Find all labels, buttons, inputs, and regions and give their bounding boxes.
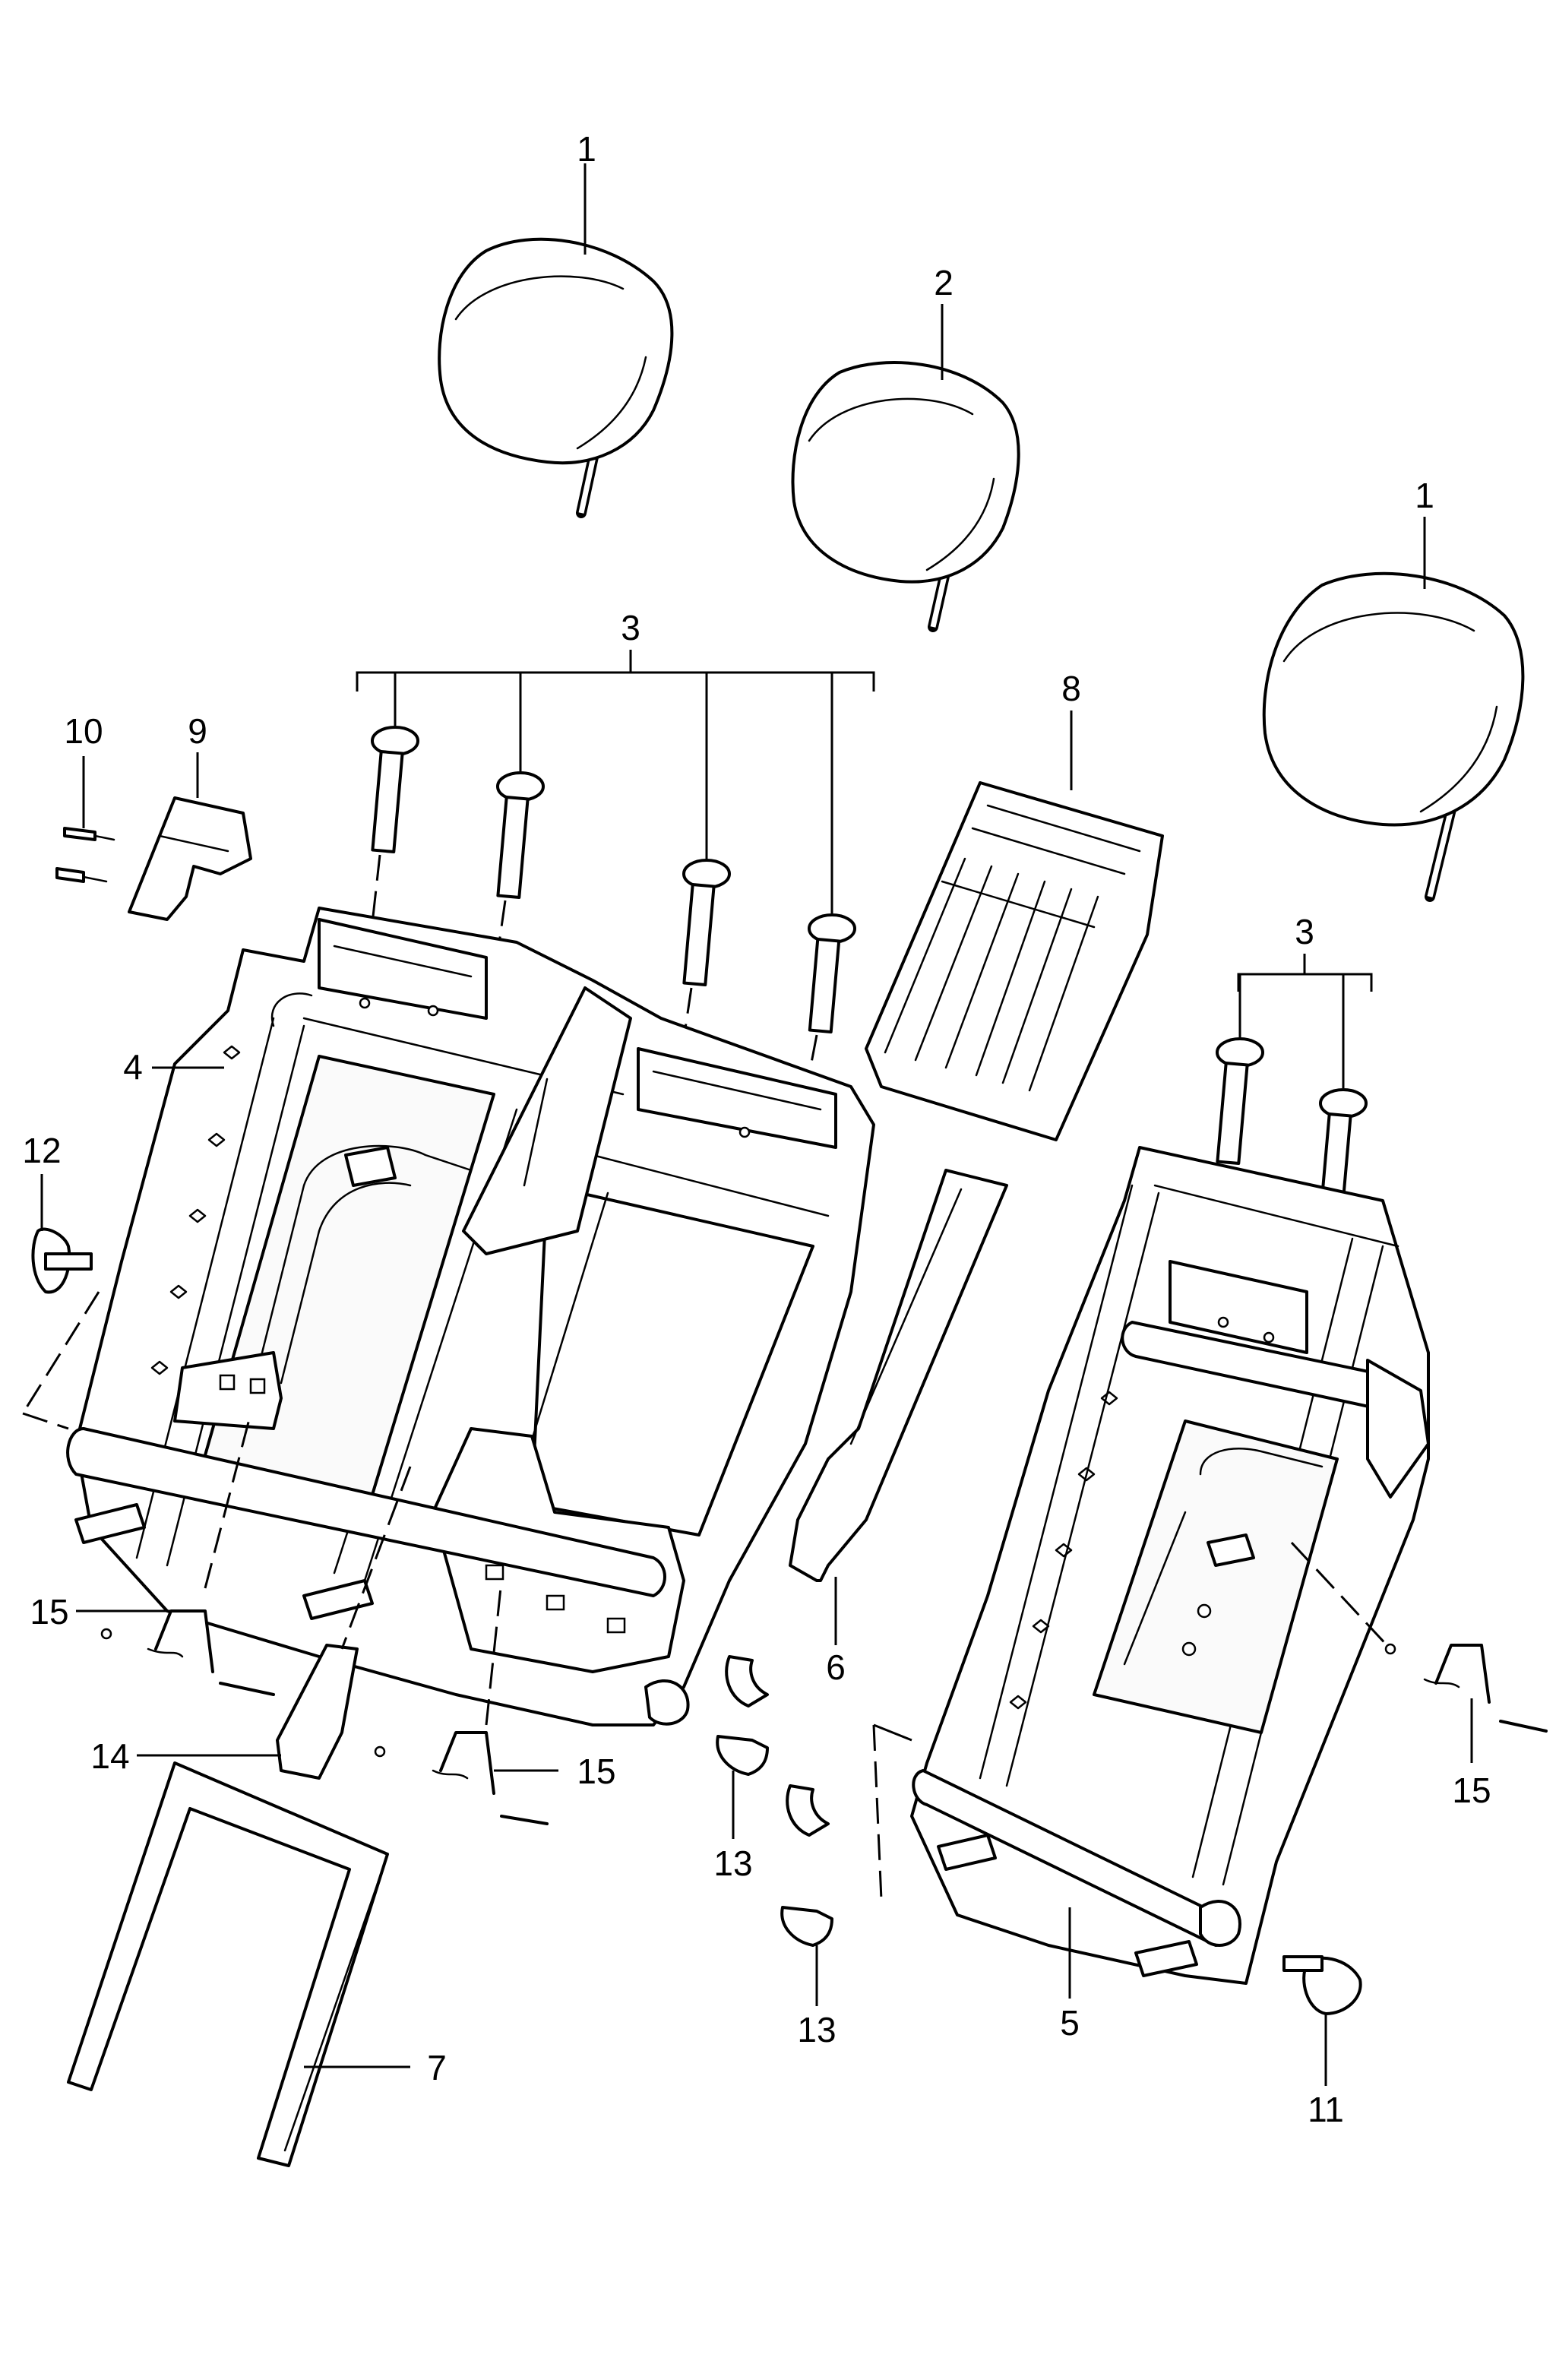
bushing-upper[interactable]	[716, 1655, 769, 1776]
callout-15-center: 15	[577, 1752, 615, 1791]
screw-upper[interactable]	[63, 827, 115, 841]
screw-lower[interactable]	[55, 867, 108, 883]
release-lever[interactable]	[276, 1466, 412, 1780]
callout-3-right: 3	[1295, 912, 1314, 951]
headrest-guide-1[interactable]	[371, 726, 419, 924]
callout-6: 6	[826, 1647, 846, 1687]
callout-3-left: 3	[621, 608, 640, 647]
headrest-guide-2[interactable]	[492, 771, 545, 981]
callout-1-right: 1	[1415, 476, 1434, 515]
callout-8: 8	[1061, 669, 1081, 708]
backrest-frame-small[interactable]	[910, 1146, 1430, 1985]
headrest-center[interactable]	[791, 361, 1020, 632]
callout-5: 5	[1060, 2003, 1080, 2043]
headrest-guide-3[interactable]	[678, 859, 731, 1065]
headrest-guide-4[interactable]	[804, 913, 856, 1095]
callout-13-lower: 13	[797, 2010, 836, 2049]
callout-9: 9	[188, 711, 207, 751]
headrest-guide-5[interactable]	[1213, 1037, 1264, 1255]
backrest-trim-panel[interactable]	[865, 781, 1164, 1141]
callout-2: 2	[934, 263, 954, 302]
callout-10: 10	[64, 711, 103, 751]
callout-15-left: 15	[30, 1592, 68, 1632]
spring-clip-left[interactable]	[100, 1413, 275, 1696]
side-trim-strip[interactable]	[789, 1169, 1008, 1582]
callout-7: 7	[427, 2048, 447, 2087]
headrest-right[interactable]	[1262, 571, 1525, 902]
side-trim-frame[interactable]	[67, 1761, 389, 2167]
spring-clip-right[interactable]	[1290, 1541, 1548, 1733]
backrest-frame-large[interactable]	[66, 907, 875, 1726]
pivot-bolt-right[interactable]	[1282, 1955, 1362, 2015]
callout-14: 14	[90, 1736, 129, 1776]
callout-1-left: 1	[577, 129, 596, 169]
callout-4: 4	[123, 1047, 143, 1087]
pivot-bolt-left[interactable]	[21, 1227, 100, 1430]
callout-12: 12	[22, 1131, 61, 1170]
cover-cap[interactable]	[128, 796, 252, 921]
callout-11: 11	[1308, 2090, 1344, 2129]
spring-clip-center[interactable]	[374, 1580, 549, 1825]
callout-13-upper: 13	[713, 1844, 752, 1883]
bushing-lower[interactable]	[780, 1723, 912, 1947]
callout-15-right: 15	[1452, 1771, 1491, 1810]
headrest-left[interactable]	[438, 237, 674, 518]
